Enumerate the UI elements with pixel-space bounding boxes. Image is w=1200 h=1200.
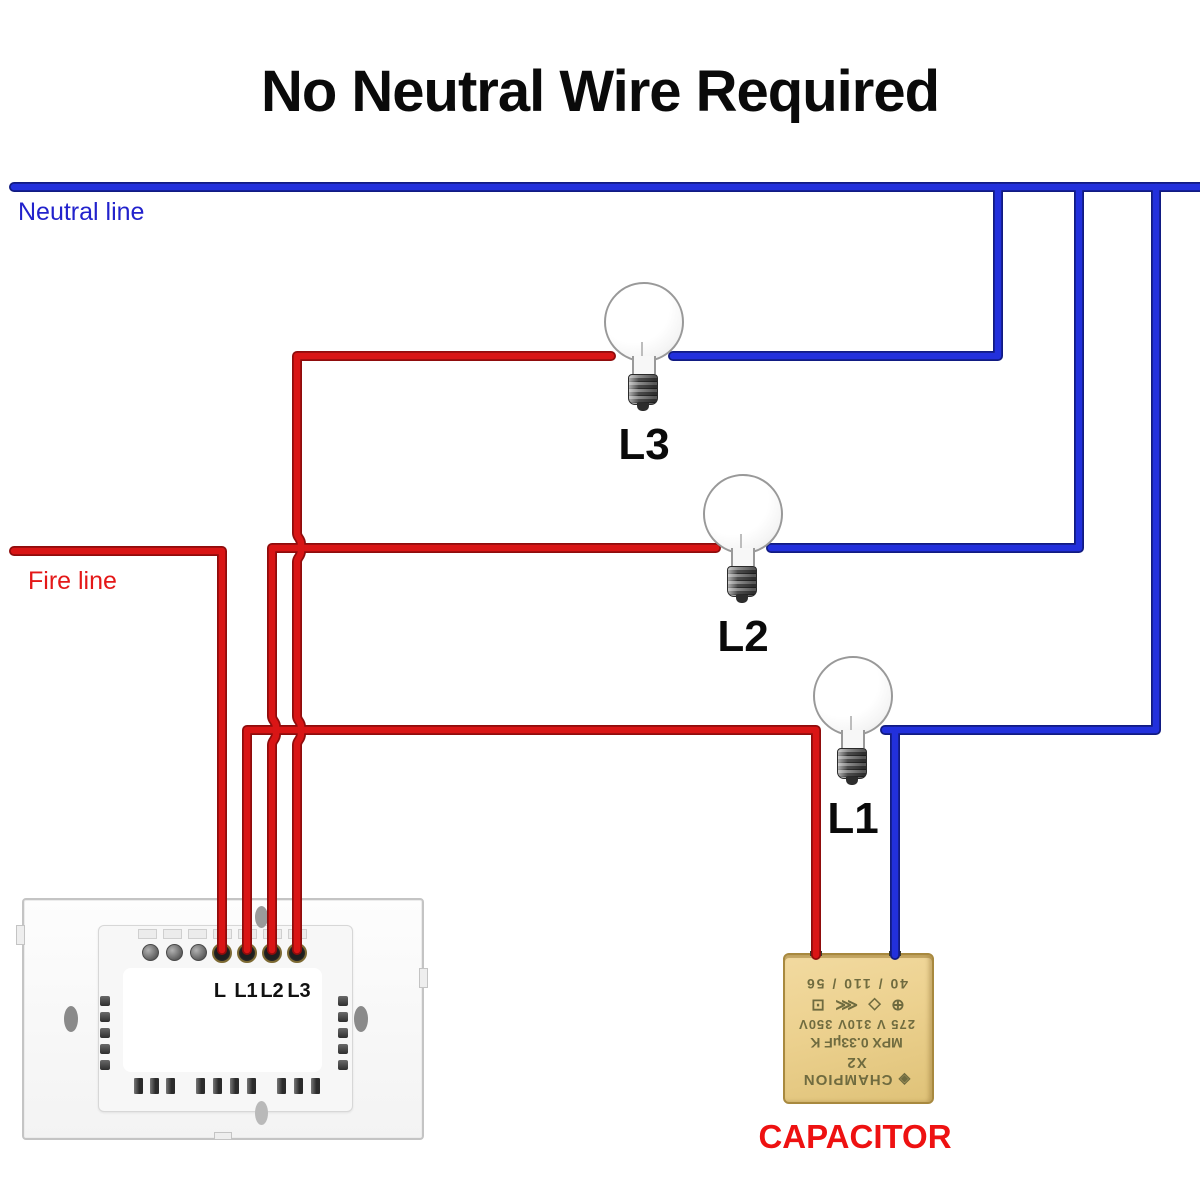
vent-slot — [100, 1044, 110, 1054]
vent-slot — [338, 1012, 348, 1022]
terminal-label-l: L — [213, 980, 227, 1002]
capacitor-body: ◈ CHAMPION X2 MPX 0.33μF K 275 V 310V 35… — [783, 953, 934, 1104]
light-bulb-l3 — [599, 282, 689, 422]
connector-pin — [294, 1078, 303, 1094]
module-top-slot — [138, 929, 157, 939]
fire-branch-l2-outline — [267, 543, 721, 955]
bulb-globe — [604, 282, 684, 362]
neutral-line-label: Neutral line — [18, 198, 145, 226]
plate-side-tab — [419, 968, 428, 988]
connector-pin — [196, 1078, 205, 1094]
page-title: No Neutral Wire Required — [260, 59, 940, 124]
fire-branch-l2 — [268, 544, 720, 954]
fire-wire-outline — [9, 546, 227, 955]
light-bulb-l2 — [698, 474, 788, 614]
terminal-label-l2: L2 — [260, 980, 284, 1002]
bulb-neck — [731, 548, 755, 566]
bulb-filament — [641, 342, 643, 368]
vent-slot — [100, 1060, 110, 1070]
connector-pin — [213, 1078, 222, 1094]
bulb-label-l3: L3 — [618, 420, 670, 469]
connector-pin — [230, 1078, 239, 1094]
fire-branch-l1 — [243, 726, 820, 959]
bulb-contact-tip — [846, 777, 858, 785]
neutral-branch-l1-outline — [880, 182, 1161, 735]
plate-side-tab — [16, 925, 25, 945]
bulb-filament — [850, 716, 852, 742]
connector-pin — [247, 1078, 256, 1094]
fire-wire — [10, 547, 226, 954]
module-top-slot — [163, 929, 182, 939]
connector-pin — [277, 1078, 286, 1094]
neutral-branch-l2-outline — [766, 182, 1084, 553]
fire-branch-l3 — [293, 352, 615, 954]
bulb-globe — [703, 474, 783, 554]
bulb-globe — [813, 656, 893, 736]
vent-slot — [100, 996, 110, 1006]
bulb-contact-tip — [637, 403, 649, 411]
vent-slot — [338, 1044, 348, 1054]
module-top-slot — [188, 929, 207, 939]
bulb-screw-base — [628, 374, 658, 405]
fire-branch-l3-outline — [292, 351, 616, 955]
bulb-label-l2: L2 — [717, 612, 769, 661]
bulb-screw-base — [727, 566, 757, 597]
bulb-neck — [632, 356, 656, 374]
terminal-label-l1: L1 — [234, 980, 258, 1002]
switch-label-panel — [123, 968, 322, 1072]
bulb-neck — [841, 730, 865, 748]
vent-slot — [338, 996, 348, 1006]
connector-pin — [134, 1078, 143, 1094]
fire-branch-l1-outline — [242, 725, 821, 960]
vent-slot — [100, 1028, 110, 1038]
connector-pin — [311, 1078, 320, 1094]
terminal-screw — [166, 944, 183, 961]
connector-pin — [166, 1078, 175, 1094]
neutral-branch-l2 — [767, 183, 1083, 552]
connector-pin — [150, 1078, 159, 1094]
vent-slot — [338, 1060, 348, 1070]
light-bulb-l1 — [808, 656, 898, 796]
terminal-screw — [142, 944, 159, 961]
neutral-branch-l3-outline — [668, 182, 1003, 361]
fire-line-label: Fire line — [28, 567, 117, 595]
plate-bottom-notch — [214, 1132, 232, 1140]
mounting-hole-bottom — [255, 1101, 268, 1125]
bulb-filament — [740, 534, 742, 560]
mounting-hole-right — [354, 1006, 368, 1032]
bulb-label-l1: L1 — [827, 794, 879, 843]
terminal-screw — [190, 944, 207, 961]
vent-slot — [338, 1028, 348, 1038]
bulb-screw-base — [837, 748, 867, 779]
bulb-contact-tip — [736, 595, 748, 603]
terminal-label-l3: L3 — [287, 980, 311, 1002]
capacitor-label: CAPACITOR — [758, 1118, 952, 1155]
vent-slot — [100, 1012, 110, 1022]
neutral-branch-l1 — [881, 183, 1160, 734]
neutral-branch-l3 — [669, 183, 1002, 360]
mounting-hole-top — [255, 906, 268, 928]
mounting-hole-left — [64, 1006, 78, 1032]
